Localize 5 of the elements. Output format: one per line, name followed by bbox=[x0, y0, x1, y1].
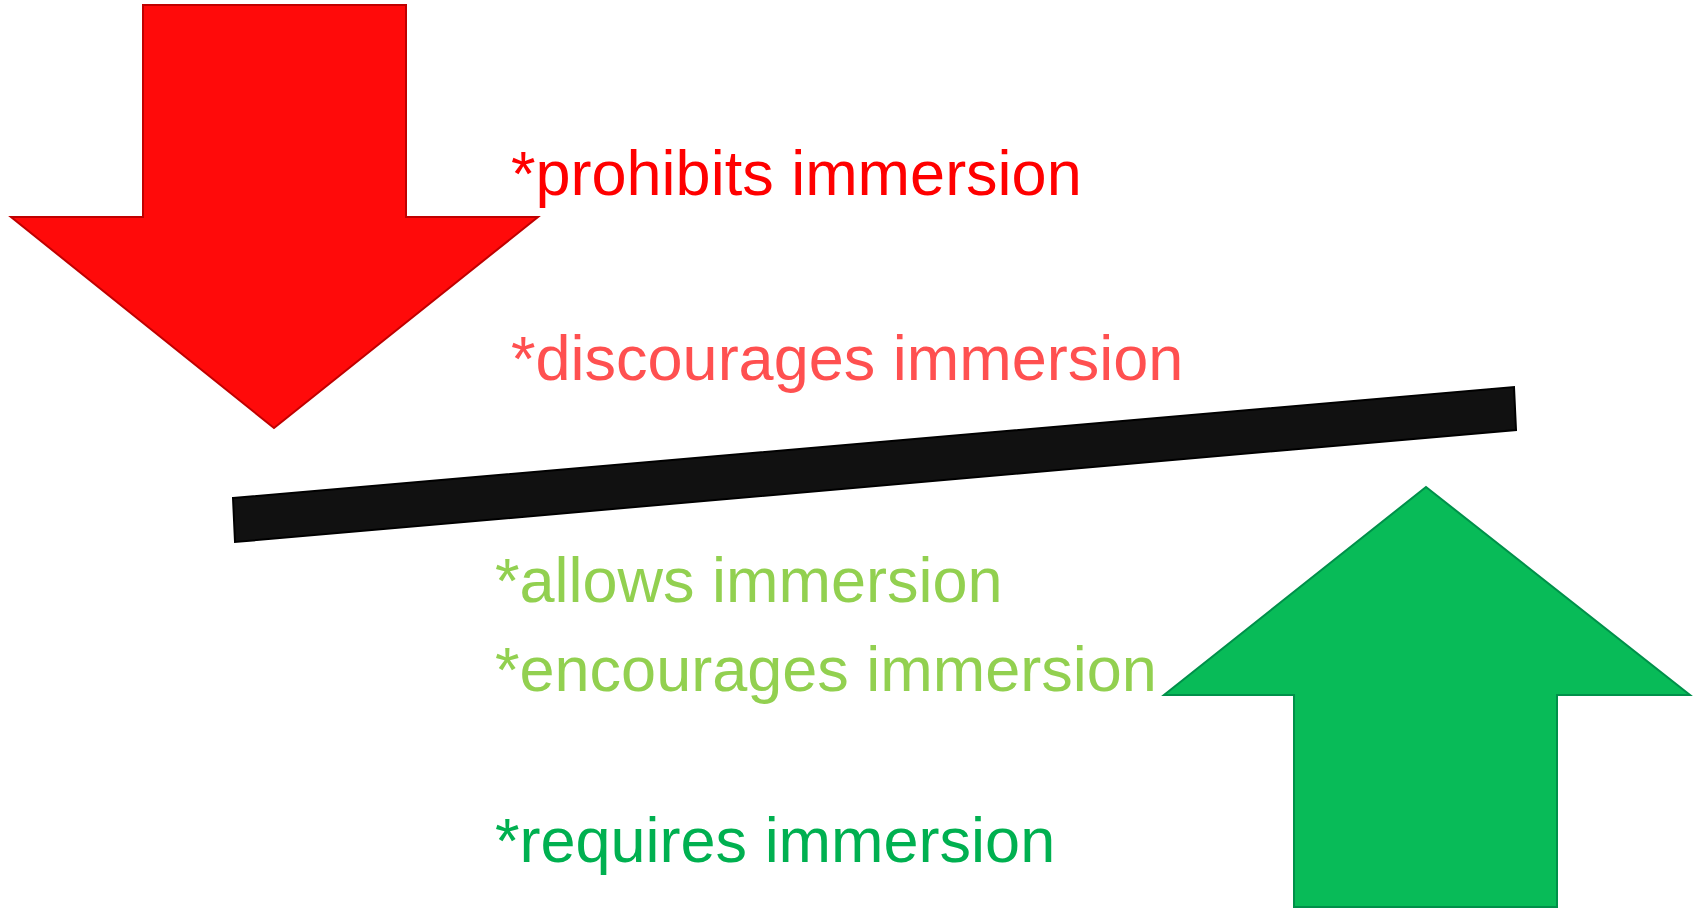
scale-label: *discourages immersion bbox=[511, 322, 1184, 395]
scale-label: *requires immersion bbox=[495, 804, 1056, 877]
scale-label: *encourages immersion bbox=[495, 633, 1157, 706]
scale-label: *prohibits immersion bbox=[511, 137, 1082, 210]
scale-label: *allows immersion bbox=[495, 544, 1003, 617]
